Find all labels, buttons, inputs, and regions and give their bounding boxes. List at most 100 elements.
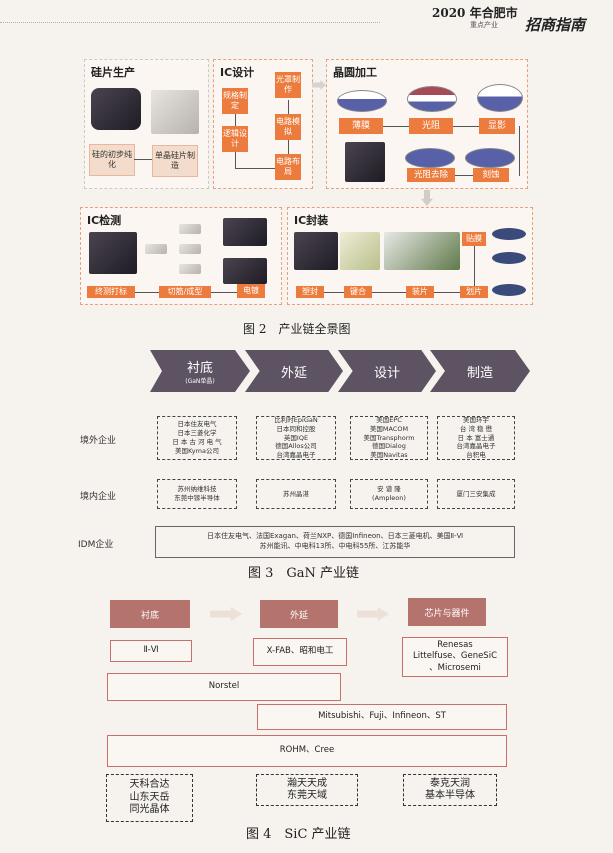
figure-4-caption: 图 4 SiC 产业链 (246, 827, 351, 842)
sic-stage-substrate: 衬底 (110, 600, 190, 628)
connector (134, 159, 152, 160)
company: 基本半导体 (425, 790, 475, 801)
connector (434, 292, 460, 293)
row-label-idm: IDM企业 (78, 540, 114, 550)
silicon-ingot-image (151, 90, 199, 134)
idm-box: 日本住友电气、法国Exagan、荷兰NXP、德国Infineon、日本三菱电机、… (155, 526, 515, 558)
sic-mitsubishi-box: Mitsubishi、Fuji、Infineon、ST (257, 704, 507, 730)
panel-ic-testing: IC检测 终测打标 切筋/成型 电镀 (80, 207, 282, 305)
connector (519, 126, 520, 176)
gan-stage-manufacturing: 制造 (430, 350, 530, 392)
connector (474, 246, 475, 286)
wafer-photo-image (345, 142, 385, 182)
company: 苏州晶湛 (283, 489, 309, 498)
company: Littelfuse、GeneSiC (412, 651, 498, 662)
header-divider (0, 22, 380, 23)
connector (453, 126, 479, 127)
sic-stage-epitaxy: 外延 (260, 600, 338, 628)
stage-label: 衬底 (186, 361, 213, 376)
step-box: 电镀 (237, 284, 265, 298)
panel-wafer-production: 硅片生产 硅的初步纯化 单晶硅片制造 (84, 59, 209, 189)
panel-title: IC设计 (220, 66, 255, 79)
step-box: 显影 (479, 118, 515, 134)
company: 日本住友电气 (177, 420, 217, 429)
figure-3-caption: 图 3 GaN 产业链 (248, 566, 360, 581)
wafer-strip-diagram (405, 148, 455, 168)
connector (235, 168, 275, 169)
company: Renesas (437, 640, 473, 651)
company: 同光晶体 (129, 804, 170, 816)
header-title: 2020 年合肥市 (432, 6, 518, 20)
company: 日 本 古 河 电 气 (172, 438, 222, 446)
company: 比利时EpiGaN (274, 416, 318, 425)
sic-domestic-devices-box: 泰克天润 基本半导体 (403, 774, 497, 806)
stage-sublabel: (GaN单晶) (185, 378, 215, 385)
step-box: 刻蚀 (473, 168, 509, 182)
idm-companies: 苏州能讯、中电科13所、中电科55所、江苏能华 (259, 542, 411, 550)
step-box: 光阻去除 (407, 168, 455, 182)
step-box: 电路模拟 (275, 114, 301, 140)
connector (211, 292, 237, 293)
chip-image (89, 232, 137, 274)
flow-arrow (210, 607, 242, 621)
step-box: 切筋/成型 (159, 286, 211, 298)
stage-label: 制造 (466, 365, 493, 381)
connector (372, 292, 406, 293)
domestic-epitaxy-box: 苏州晶湛 (256, 479, 336, 509)
company: 东莞中镓半导体 (174, 494, 220, 502)
company: 天科合达 (129, 779, 170, 791)
company: 美国Kyma公司 (175, 446, 219, 455)
company: 台湾嘉晶电子 (456, 442, 496, 451)
overseas-design-box: 美国EPC 美国MACOM 美国Transphorm 德国Dialog 美国Na… (350, 416, 428, 460)
step-box: 单晶硅片制造 (152, 145, 198, 177)
step-box: 硅的初步纯化 (89, 144, 135, 176)
company: 日本三菱化学 (177, 429, 217, 438)
package-diagram (179, 224, 201, 234)
package-diagram (145, 244, 167, 254)
sic-substrate-box: Ⅱ-Ⅵ (110, 640, 192, 662)
leadframe-image (223, 258, 267, 284)
company: 山东天岳 (129, 791, 170, 803)
step-box: 终测打标 (87, 286, 135, 298)
company: 美国EPC (376, 416, 402, 425)
connector (288, 140, 289, 154)
company: 美国MACOM (369, 424, 409, 433)
step-box: 装片 (406, 286, 434, 298)
step-box: 规格制定 (222, 88, 248, 114)
header-subtitle: 重点产业 (470, 21, 498, 29)
connector (288, 100, 289, 114)
company: 东莞天域 (287, 790, 327, 801)
sic-norstel-box: Norstel (107, 673, 341, 701)
step-box: 薄膜 (339, 118, 383, 134)
row-label-domestic: 境内企业 (80, 492, 117, 502)
panel-title: 晶圆加工 (333, 66, 377, 79)
step-box: 光罩制作 (275, 72, 301, 98)
step-box: 划片 (460, 286, 488, 298)
company: 德国Allos公司 (275, 442, 317, 451)
panel-ic-design: IC设计 规格制定 逻辑设计 电路布局 电路模拟 光罩制作 (213, 59, 313, 189)
domestic-substrate-box: 苏州纳维科技 东莞中镓半导体 (157, 479, 237, 509)
company: 台积电 (466, 451, 486, 460)
row-label-overseas: 境外企业 (80, 436, 117, 446)
company: 美国Navitas (370, 451, 408, 460)
company: 美国环宇 (463, 416, 489, 425)
flow-arrow-down (421, 190, 433, 206)
bonding-diagram (340, 232, 380, 270)
silicon-raw-image (91, 88, 141, 130)
sic-rohm-box: ROHM、Cree (107, 735, 507, 767)
panel-wafer-processing: 晶圆加工 薄膜 光阻 显影 光阻去除 刻蚀 (326, 59, 528, 189)
stage-label: 外延 (280, 365, 307, 381)
sic-domestic-substrate-box: 天科合达 山东天岳 同光晶体 (106, 774, 193, 822)
domestic-design-box: 安 谱 隆 (Ampleon) (350, 479, 428, 509)
header-brand: 招商指南 (525, 16, 586, 34)
panel-title: 硅片生产 (91, 66, 135, 79)
connector (135, 292, 159, 293)
overseas-epitaxy-box: 比利时EpiGaN 日本同和控股 英国IQE 德国Allos公司 台湾嘉晶电子 (256, 416, 336, 460)
wafer-film-diagram (337, 90, 387, 112)
step-box: 电路布局 (275, 154, 301, 180)
figure-2-caption: 图 2 产业链全景图 (243, 322, 351, 336)
step-box: 键合 (344, 286, 372, 298)
company: 瀚天天成 (287, 777, 327, 789)
step-box: 塑封 (296, 286, 324, 298)
company: 厦门三安集成 (456, 489, 496, 498)
